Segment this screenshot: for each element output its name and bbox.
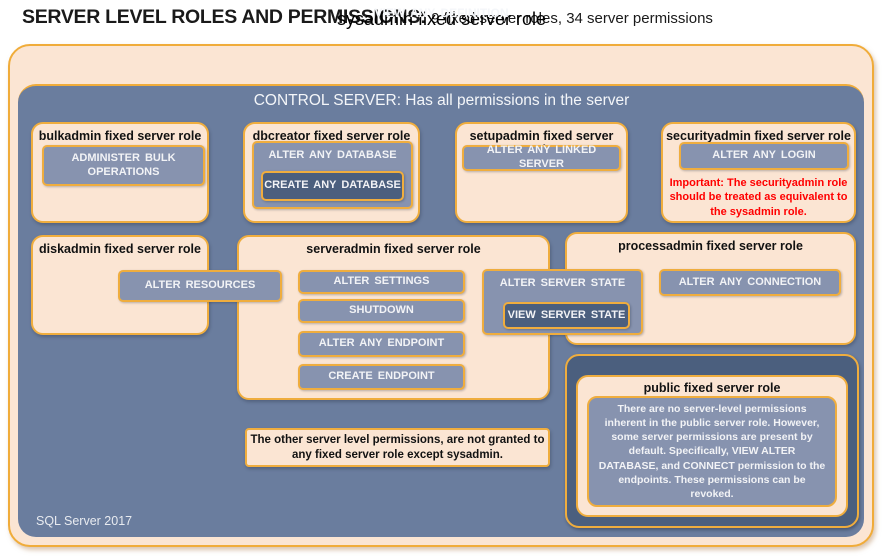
perm-alter-any-linked-server: ALTER ANY LINKED SERVER	[462, 144, 621, 171]
perm-create-any-database: CREATE ANY DATABASE	[261, 171, 404, 201]
perm-view-any-definition-label: VIEW ANY DEFINITION	[374, 6, 509, 20]
perm-alter-any-endpoint: ALTER ANY ENDPOINT	[298, 331, 465, 357]
securityadmin-title: securityadmin fixed server role	[666, 129, 851, 143]
serveradmin-title: serveradmin fixed server role	[306, 242, 481, 256]
perm-alter-server-state-label: ALTER SERVER STATE	[499, 277, 626, 289]
processadmin-title: processadmin fixed server role	[618, 239, 803, 253]
page-title: SERVER LEVEL ROLES AND PERMISSIONS:9 fix…	[22, 6, 713, 29]
perm-alter-any-connection: ALTER ANY CONNECTION	[659, 269, 841, 296]
perm-administer-bulk-operations: ADMINISTER BULK OPERATIONS	[42, 145, 205, 186]
control-server-title: CONTROL SERVER: Has all permissions in t…	[253, 92, 630, 109]
sql-server-version-label: SQL Server 2017	[36, 514, 133, 528]
perm-shutdown: SHUTDOWN	[298, 299, 465, 323]
sysadmin-role-title: sysadmin fixed server role	[336, 9, 547, 29]
public-title: public fixed server role	[643, 381, 781, 395]
perm-alter-any-login: ALTER ANY LOGIN	[679, 142, 849, 170]
perm-alter-settings: ALTER SETTINGS	[298, 270, 465, 294]
perm-view-server-state: VIEW SERVER STATE	[503, 302, 630, 329]
page-title-main: SERVER LEVEL ROLES AND PERMISSIONS:	[22, 6, 427, 28]
securityadmin-warning: Important: The securityadmin role should…	[669, 177, 848, 218]
public-role-note: There are no server-level permissions in…	[587, 396, 837, 507]
perm-create-endpoint: CREATE ENDPOINT	[298, 364, 465, 390]
bulkadmin-title: bulkadmin fixed server role	[38, 129, 202, 143]
perm-alter-resources: ALTER RESOURCES	[118, 270, 282, 302]
perm-alter-server-state: ALTER SERVER STATE VIEW SERVER STATE	[482, 269, 643, 335]
role-box-securityadmin: securityadmin fixed server role	[661, 122, 856, 223]
dbcreator-title: dbcreator fixed server role	[252, 129, 411, 143]
perm-alter-any-database: ALTER ANY DATABASE CREATE ANY DATABASE	[252, 141, 413, 209]
perm-alter-any-database-label: ALTER ANY DATABASE	[268, 149, 397, 161]
note-box: The other server level permissions, are …	[245, 428, 550, 467]
diskadmin-title: diskadmin fixed server role	[39, 242, 201, 256]
page-title-sub: 9 fixed server roles, 34 server permissi…	[431, 10, 713, 27]
role-box-setupadmin: setupadmin fixed server role	[455, 122, 628, 223]
